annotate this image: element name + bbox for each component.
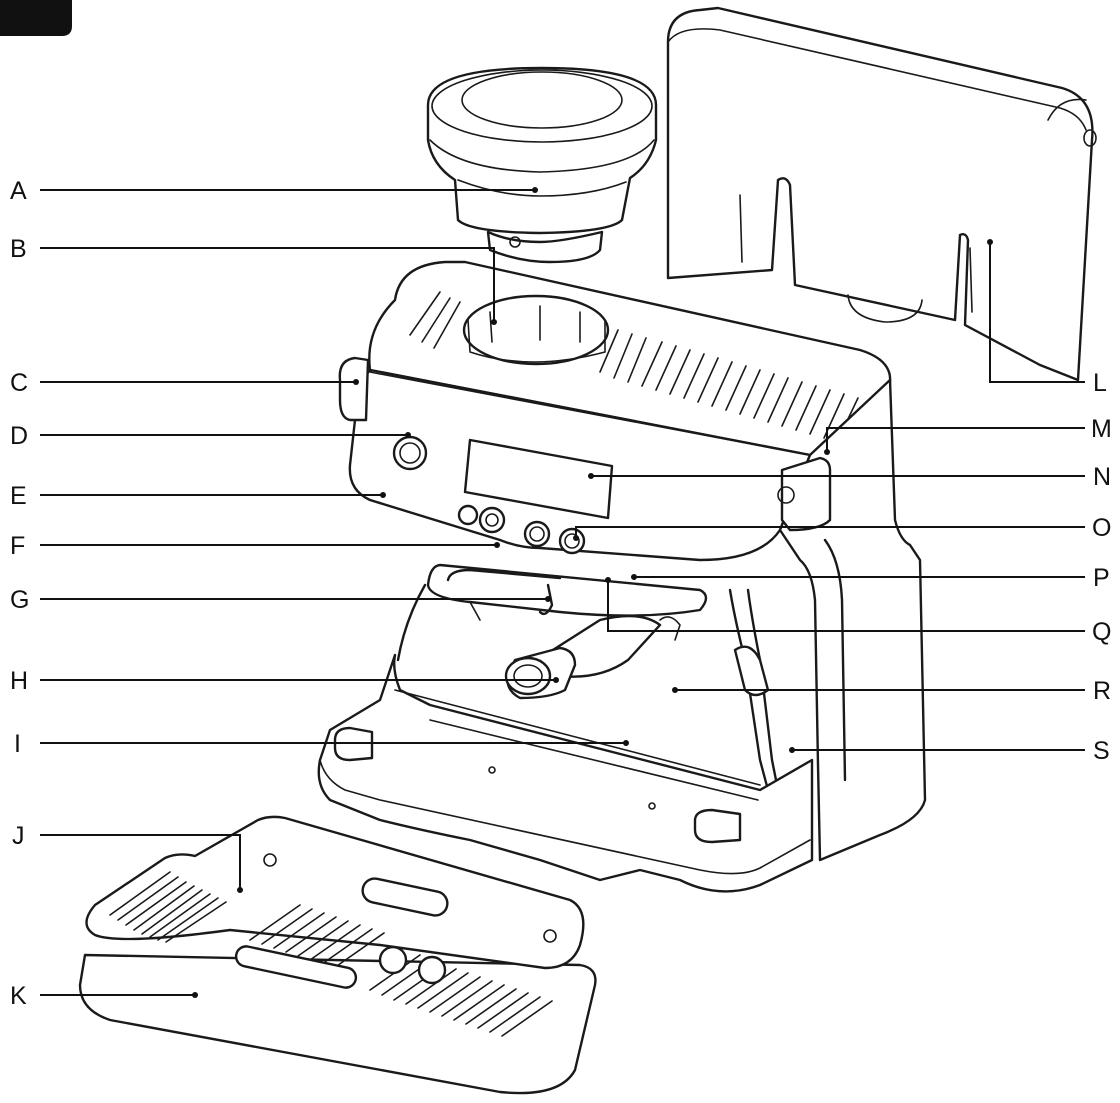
- drip-tray: [78, 815, 597, 1095]
- label-p: P: [1093, 564, 1110, 592]
- label-i: I: [14, 730, 21, 758]
- label-j: J: [12, 822, 25, 850]
- label-q: Q: [1092, 618, 1111, 646]
- label-e: E: [10, 482, 27, 510]
- label-r: R: [1093, 677, 1111, 705]
- label-a: A: [10, 177, 27, 205]
- label-h: H: [10, 667, 28, 695]
- label-k: K: [10, 982, 27, 1010]
- label-b: B: [10, 235, 27, 263]
- leader-lines: [40, 187, 1085, 998]
- corner-tab: [0, 0, 72, 36]
- bean-hopper: [426, 66, 658, 264]
- label-m: M: [1091, 415, 1112, 443]
- water-tank: [666, 6, 1097, 382]
- label-s: S: [1093, 737, 1110, 765]
- label-n: N: [1093, 463, 1111, 491]
- label-o: O: [1092, 514, 1111, 542]
- label-f: F: [10, 532, 25, 560]
- label-c: C: [10, 369, 28, 397]
- label-l: L: [1093, 369, 1107, 397]
- part-labels: A B C D E F G H I J K L M N O P Q R S: [10, 177, 1112, 1010]
- label-d: D: [10, 422, 28, 450]
- label-g: G: [10, 586, 29, 614]
